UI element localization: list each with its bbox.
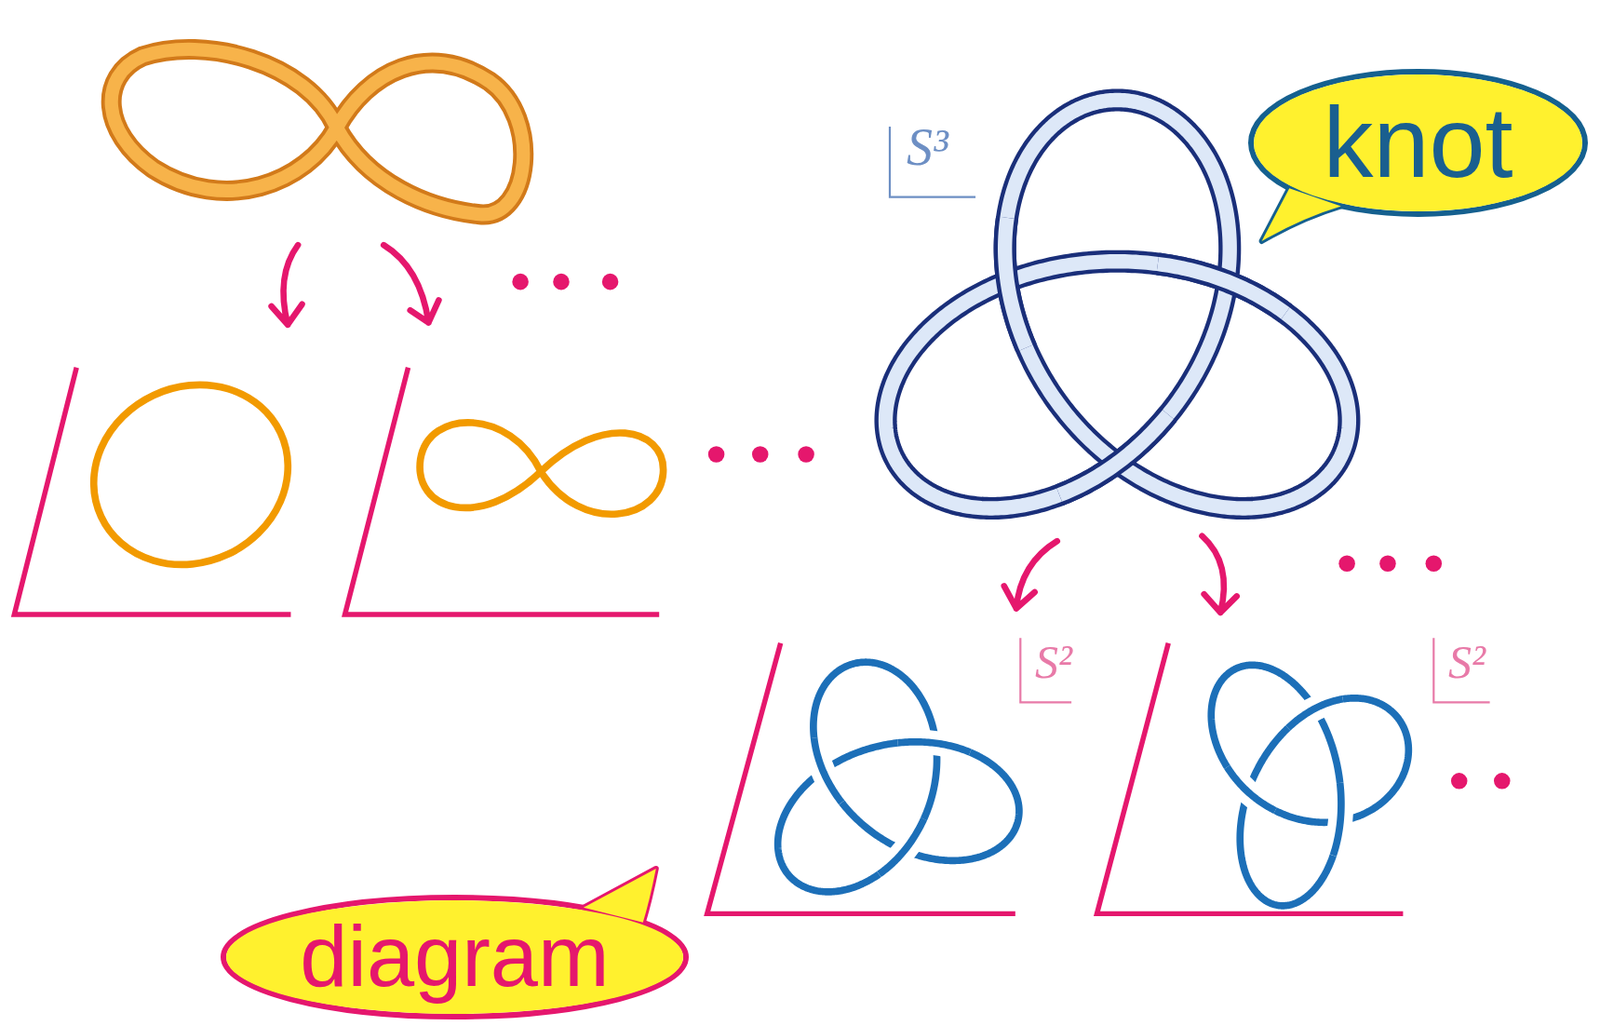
- space-corner: [1020, 637, 1072, 702]
- infinity-curve: [419, 422, 663, 514]
- knot-diagram-over: [814, 738, 843, 803]
- dot: [1379, 555, 1397, 573]
- plane: [345, 367, 660, 615]
- bubble-text: diagram: [220, 909, 689, 1004]
- knot-diagram-over: [878, 819, 924, 874]
- curved-arrow: [383, 244, 439, 323]
- dot: [511, 273, 529, 291]
- dot: [708, 445, 726, 463]
- dot: [552, 273, 570, 291]
- circle-curve: [64, 352, 318, 596]
- trefoil-knot-over: [1059, 414, 1169, 496]
- ellipsis-dots: [511, 273, 1510, 790]
- planes: [13, 367, 1403, 915]
- knot-diagram-over: [1288, 699, 1344, 728]
- plane: [13, 367, 291, 615]
- knot-diagram-over: [1226, 766, 1276, 811]
- space-label: S²: [1448, 638, 1486, 686]
- knot-diagram-over: [1288, 699, 1344, 728]
- plane-curves: [64, 352, 664, 596]
- dot: [1451, 772, 1468, 790]
- knot-diagram-over: [1332, 782, 1342, 856]
- bubble-text: knot: [1248, 87, 1588, 199]
- space-label: S²: [1035, 638, 1073, 686]
- trefoil-knot-over: [1059, 414, 1169, 496]
- curved-arrow: [1201, 536, 1237, 613]
- curved-arrow: [1004, 540, 1058, 608]
- dot: [752, 445, 769, 463]
- dot: [1338, 555, 1356, 573]
- dot: [1493, 772, 1511, 790]
- speech-bubble: diagram: [220, 894, 689, 1020]
- curved-arrow: [271, 244, 303, 325]
- knot-diagram: [1210, 664, 1409, 906]
- knots: [778, 99, 1410, 905]
- speech-bubble: knot: [1248, 68, 1588, 217]
- trefoil-knot-over: [1005, 217, 1027, 349]
- dot: [602, 273, 619, 291]
- band-figure: [111, 49, 525, 216]
- knot-diagram-over: [814, 738, 843, 803]
- knot-diagram-over: [1226, 766, 1276, 811]
- trefoil-knot-over: [1005, 217, 1027, 349]
- dot: [1425, 555, 1443, 573]
- knot-diagram-over: [898, 741, 971, 753]
- plane: [707, 643, 1016, 915]
- plane: [1097, 643, 1404, 915]
- space-corner: [1433, 637, 1490, 702]
- dot: [797, 445, 815, 463]
- band-fill: [111, 49, 525, 216]
- knot-diagram-over: [1332, 782, 1342, 856]
- band-outline: [111, 49, 525, 216]
- trefoil-knot-over: [1157, 263, 1286, 313]
- knot-diagram: [778, 661, 1020, 892]
- knot-diagram-over: [898, 741, 971, 753]
- space-label: S³: [906, 121, 949, 174]
- trefoil-knot-over: [1157, 263, 1286, 313]
- knot-diagram-over: [878, 819, 924, 874]
